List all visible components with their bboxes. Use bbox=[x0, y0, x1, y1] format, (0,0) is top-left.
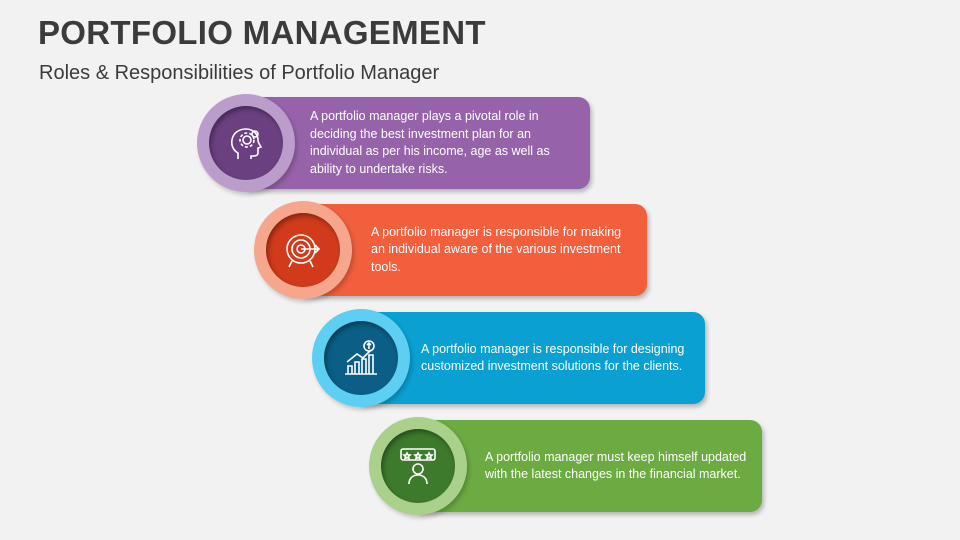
role-text: A portfolio manager is responsible for m… bbox=[371, 224, 622, 274]
role-box bbox=[361, 312, 705, 404]
role-text: A portfolio manager must keep himself up… bbox=[485, 449, 747, 482]
role-text: A portfolio manager is responsible for d… bbox=[421, 341, 685, 374]
page-title: PORTFOLIO MANAGEMENT bbox=[38, 14, 486, 51]
icon-ring bbox=[197, 94, 295, 192]
icon-ring bbox=[312, 309, 410, 407]
icon-ring bbox=[254, 201, 352, 299]
role-box bbox=[246, 97, 590, 189]
rating-person-icon bbox=[381, 429, 455, 503]
icon-ring bbox=[369, 417, 467, 515]
target-arrow-icon bbox=[266, 213, 340, 287]
head-gears-icon bbox=[209, 106, 283, 180]
role-text: A portfolio manager plays a pivotal role… bbox=[310, 109, 550, 176]
role-box bbox=[303, 204, 647, 296]
page-subtitle: Roles & Responsibilities of Portfolio Ma… bbox=[39, 62, 440, 84]
growth-chart-icon bbox=[324, 321, 398, 395]
role-box bbox=[418, 420, 762, 512]
